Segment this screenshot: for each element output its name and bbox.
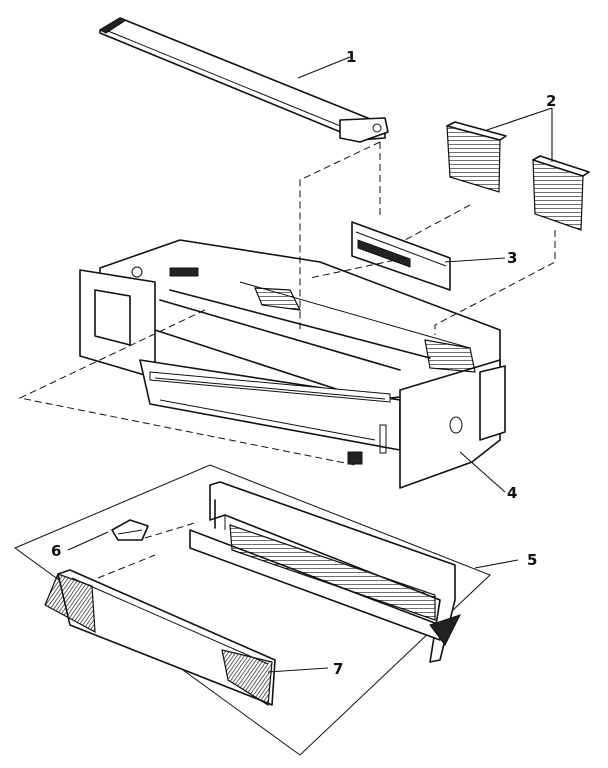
part-6-bracket — [111, 519, 149, 541]
callout-5: 5 — [527, 551, 537, 569]
part-4-printer-body — [79, 239, 506, 489]
leader-lines — [67, 56, 553, 673]
callout-3: 3 — [507, 249, 517, 267]
callout-labels: 1 2 3 4 5 6 7 — [51, 48, 556, 678]
part-2-filter-pads — [446, 121, 590, 231]
part-1-top-cover — [98, 17, 389, 143]
callout-7: 7 — [333, 660, 343, 678]
callout-4: 4 — [507, 484, 517, 502]
alignment-lines — [18, 141, 556, 579]
part-5-tractor-unit — [13, 464, 491, 756]
callout-6: 6 — [51, 542, 61, 560]
part-7-paper-guide — [44, 569, 276, 707]
part-3-guide-plate — [351, 221, 451, 291]
callout-2: 2 — [546, 92, 556, 110]
callout-1: 1 — [346, 48, 356, 66]
